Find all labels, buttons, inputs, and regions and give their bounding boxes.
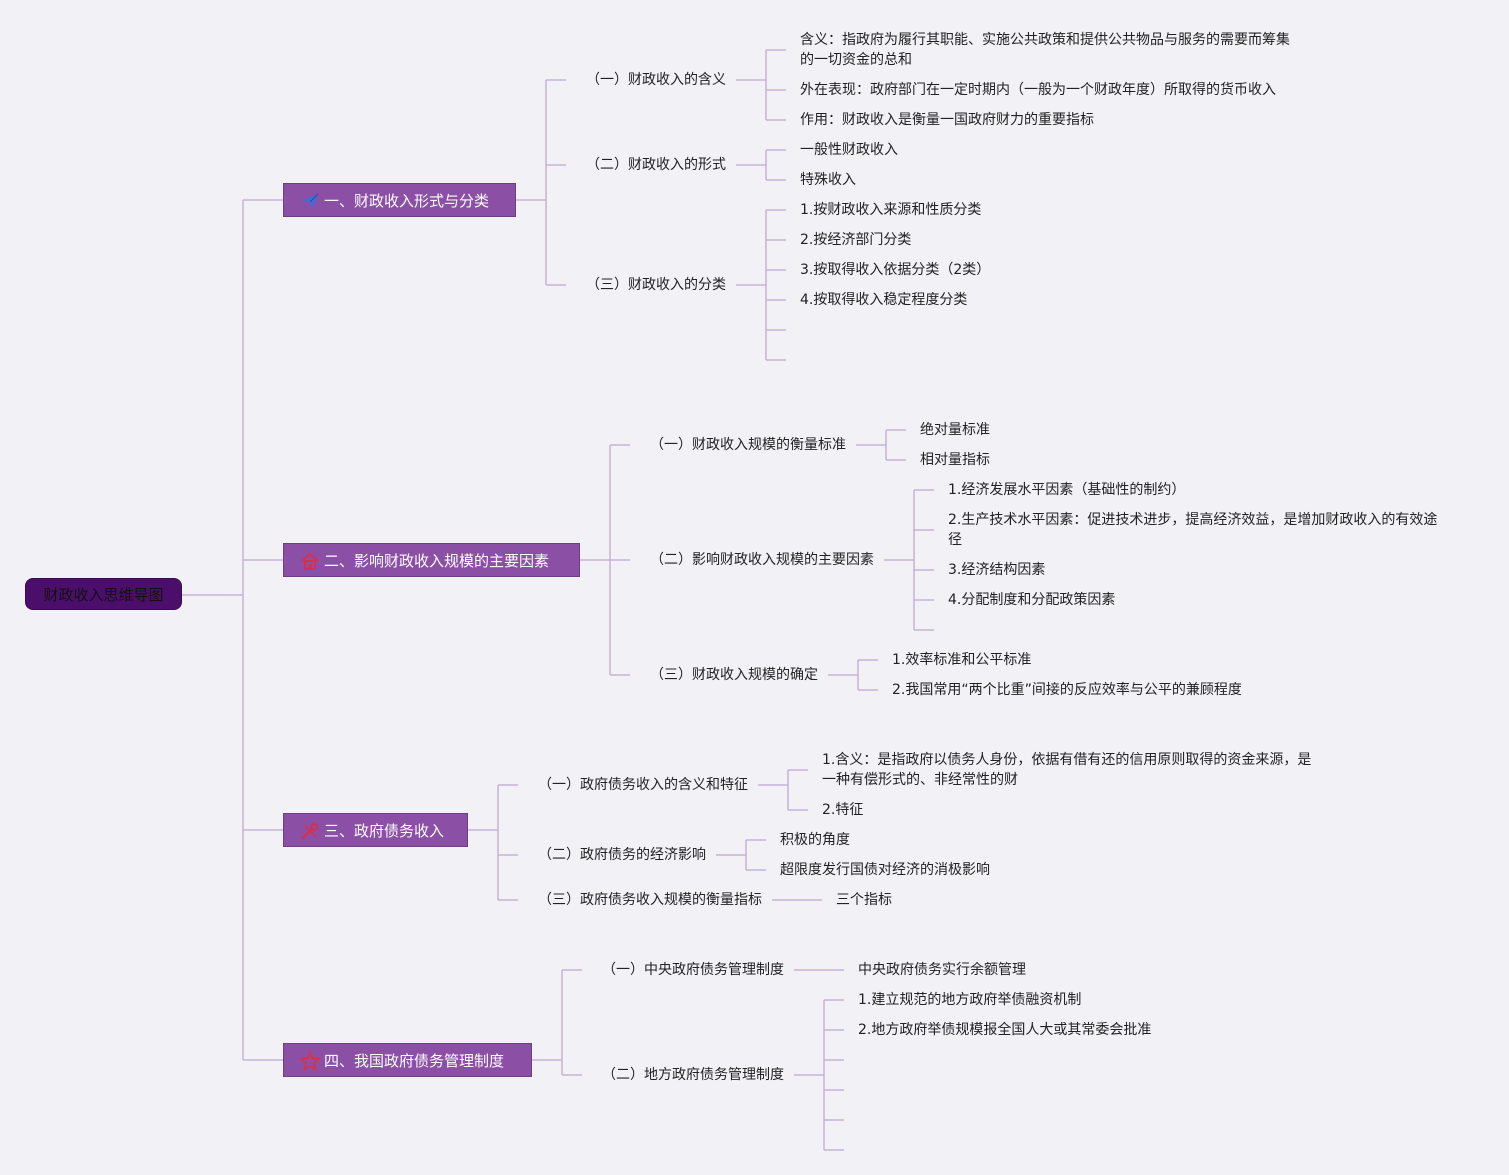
b1-s3[interactable]: （三）财政收入的分类 [586,277,726,293]
b3-s2-c1[interactable]: 积极的角度 [780,832,850,848]
b2-s2-c4[interactable]: 4.分配制度和分配政策因素 [948,592,1116,608]
b1-s1[interactable]: （一）财政收入的含义 [586,72,726,88]
branch-3-label: 三、政府债务收入 [324,821,445,840]
root-node[interactable]: 财政收入思维导图 [25,578,182,610]
b2-s1[interactable]: （一）财政收入规模的衡量标准 [650,437,846,453]
b2-s3[interactable]: （三）财政收入规模的确定 [650,667,818,683]
b1-s2[interactable]: （二）财政收入的形式 [586,157,726,173]
b4-s1-c1[interactable]: 中央政府债务实行余额管理 [858,962,1026,978]
b3-s3[interactable]: （三）政府债务收入规模的衡量指标 [538,892,762,908]
b4-s1[interactable]: （一）中央政府债务管理制度 [602,962,784,978]
branch-2-node[interactable]: 二、影响财政收入规模的主要因素 [283,543,580,577]
root-label: 财政收入思维导图 [43,585,164,604]
b4-s2[interactable]: （二）地方政府债务管理制度 [602,1067,784,1083]
tools-icon [301,823,318,840]
b3-s3-c1[interactable]: 三个指标 [836,892,892,908]
b1-s3-c4[interactable]: 4.按取得收入稳定程度分类 [800,292,968,308]
b4-s2-c1[interactable]: 1.建立规范的地方政府举债融资机制 [858,992,1082,1008]
branch-3-node[interactable]: 三、政府债务收入 [283,813,468,847]
branch-4-label: 四、我国政府债务管理制度 [324,1051,505,1070]
b1-s1-c3[interactable]: 作用：财政收入是衡量一国政府财力的重要指标 [800,112,1094,128]
b3-s2[interactable]: （二）政府债务的经济影响 [538,847,706,863]
b2-s1-c1[interactable]: 绝对量标准 [920,422,990,438]
branch-4-node[interactable]: 四、我国政府债务管理制度 [283,1043,532,1077]
b1-s2-c1[interactable]: 一般性财政收入 [800,142,898,158]
house-icon [301,552,319,570]
b1-s2-c2[interactable]: 特殊收入 [800,172,856,188]
b1-s1-c2[interactable]: 外在表现：政府部门在一定时期内（一般为一个财政年度）所取得的货币收入 [800,82,1276,98]
b3-s1-c1[interactable]: 1.含义：是指政府以债务人身份，依据有借有还的信用原则取得的资金来源，是一种有偿… [822,752,1312,788]
b3-s1[interactable]: （一）政府债务收入的含义和特征 [538,777,748,793]
b3-s1-c2[interactable]: 2.特征 [822,802,864,818]
b1-s3-c3[interactable]: 3.按取得收入依据分类（2类） [800,262,991,278]
b1-s3-c2[interactable]: 2.按经济部门分类 [800,232,912,248]
b2-s2-c2[interactable]: 2.生产技术水平因素：促进技术进步，提高经济效益，是增加财政收入的有效途径 [948,512,1438,548]
branch-2-label: 二、影响财政收入规模的主要因素 [324,551,550,570]
branch-1-label: 一、财政收入形式与分类 [324,191,490,210]
b2-s2-c3[interactable]: 3.经济结构因素 [948,562,1046,578]
b2-s3-c1[interactable]: 1.效率标准和公平标准 [892,652,1032,668]
paper-plane-icon [302,193,319,208]
b2-s1-c2[interactable]: 相对量指标 [920,452,990,468]
b2-s2[interactable]: （二）影响财政收入规模的主要因素 [650,552,874,568]
b2-s3-c2[interactable]: 2.我国常用“两个比重”间接的反应效率与公平的兼顾程度 [892,682,1242,698]
b4-s2-c2[interactable]: 2.地方政府举债规模报全国人大或其常委会批准 [858,1022,1152,1038]
branch-1-node[interactable]: 一、财政收入形式与分类 [283,183,516,217]
b2-s2-c1[interactable]: 1.经济发展水平因素（基础性的制约） [948,482,1186,498]
b3-s2-c2[interactable]: 超限度发行国债对经济的消极影响 [780,862,990,878]
b1-s3-c1[interactable]: 1.按财政收入来源和性质分类 [800,202,982,218]
b1-s1-c1[interactable]: 含义：指政府为履行其职能、实施公共政策和提供公共物品与服务的需要而筹集的一切资金… [800,32,1290,68]
star-icon [300,1051,320,1071]
